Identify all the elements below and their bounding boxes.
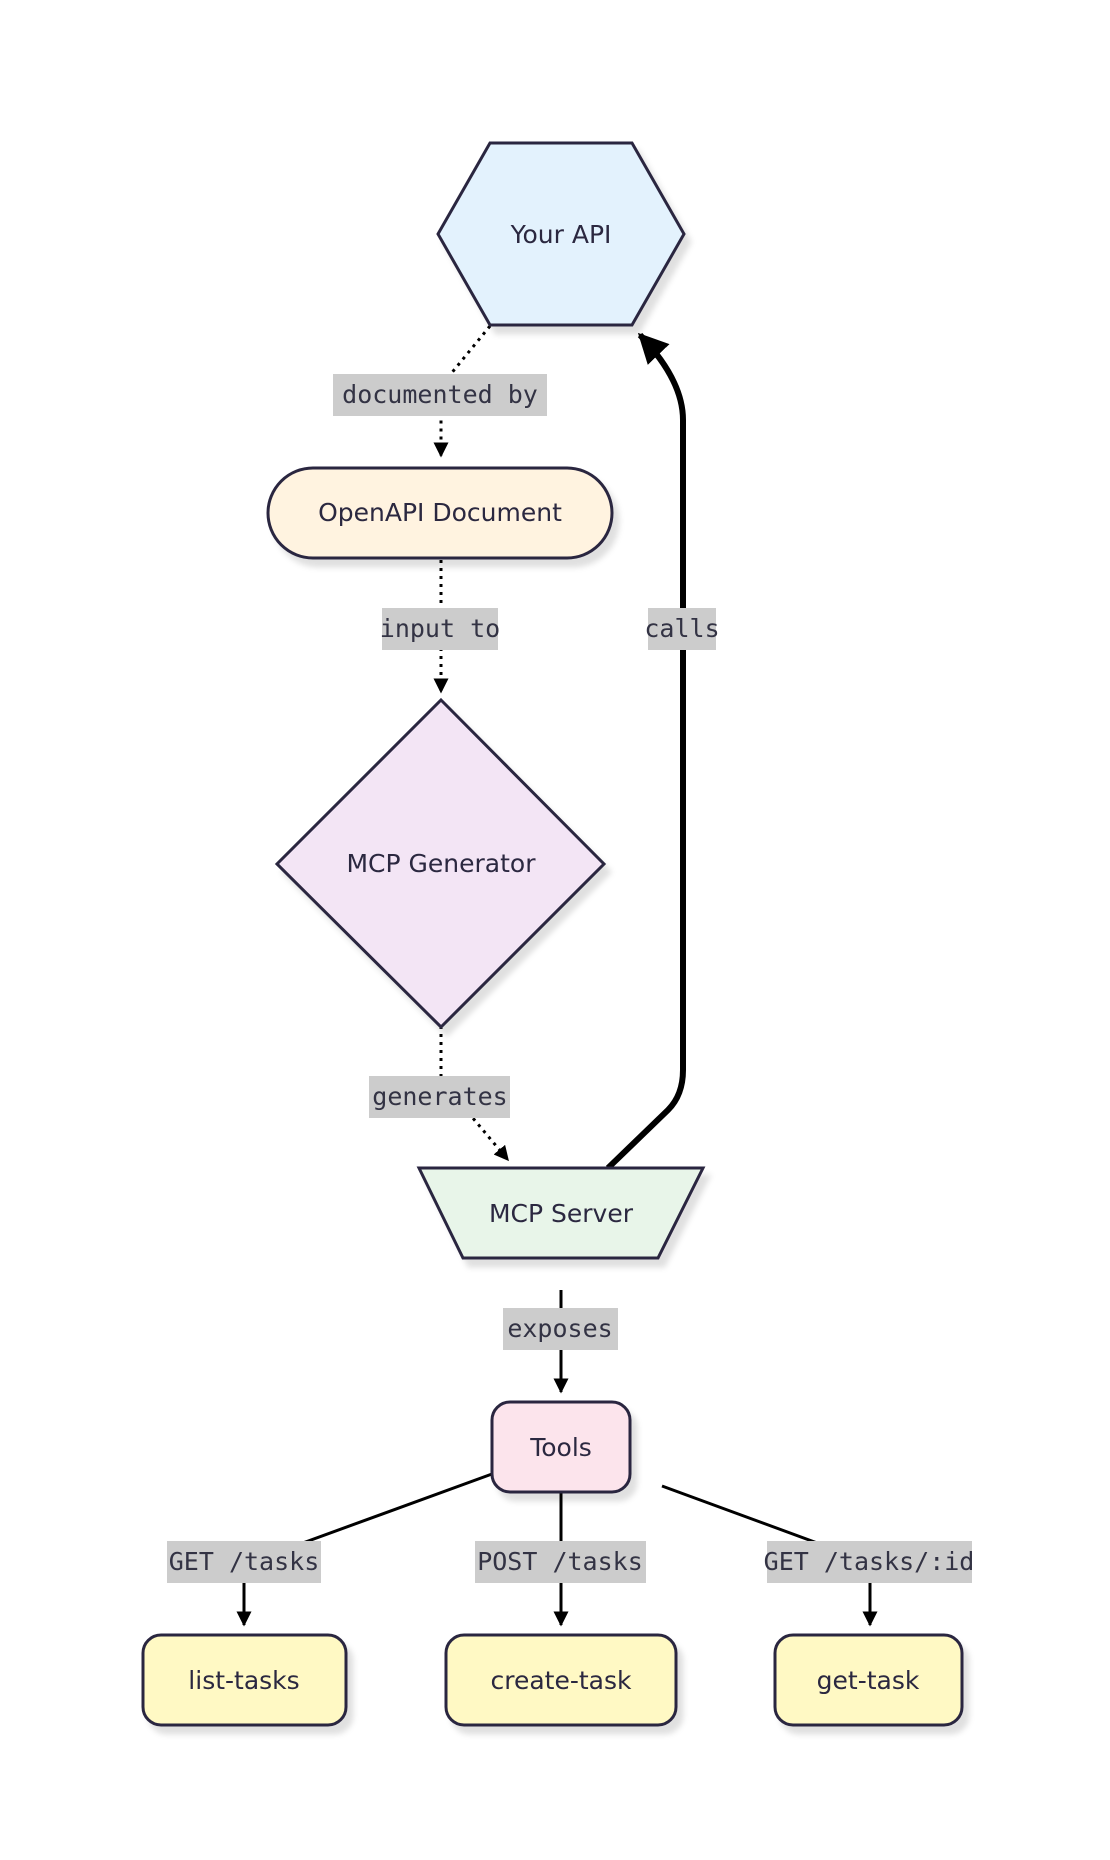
edge-label-post-tasks: POST /tasks (475, 1541, 646, 1583)
edge-label-input-to: input to (380, 608, 500, 650)
node-mcp-generator: MCP Generator (274, 697, 607, 1030)
edge-label-text: generates (372, 1082, 507, 1111)
edge-calls (605, 332, 686, 1171)
hexagon-shape (436, 141, 686, 327)
edge-label-generates: generates (369, 1076, 510, 1118)
diamond-shape (274, 697, 607, 1030)
node-label: Your API (510, 220, 612, 249)
node-list-tasks: list-tasks (141, 1633, 348, 1727)
rounded-rect-shape (490, 1400, 632, 1494)
edge-label-text: input to (380, 614, 500, 643)
node-label: OpenAPI Document (318, 498, 562, 527)
edge-label-documented-by: documented by (333, 374, 547, 416)
edge-label-text: GET /tasks (169, 1547, 320, 1576)
node-mcp-server: MCP Server (416, 1166, 706, 1260)
node-openapi-document: OpenAPI Document (266, 466, 614, 560)
rounded-rect-shape (773, 1633, 964, 1727)
rounded-rect-shape (141, 1633, 348, 1727)
rounded-rect-shape (444, 1633, 678, 1727)
stadium-shape (266, 466, 614, 560)
edge-label-text: documented by (342, 380, 538, 409)
node-label: MCP Server (489, 1199, 634, 1228)
node-label: create-task (490, 1666, 632, 1695)
node-create-task: create-task (444, 1633, 678, 1727)
edge-label-text: exposes (507, 1314, 612, 1343)
edge-label-get-task-id: GET /tasks/:id (764, 1541, 975, 1583)
node-tools: Tools (490, 1400, 632, 1494)
edge-generates (439, 1026, 510, 1162)
edge-label-calls: calls (644, 608, 720, 650)
edge-label-text: calls (644, 614, 719, 643)
node-label: Tools (529, 1433, 592, 1462)
node-label: get-task (817, 1666, 920, 1695)
edge-documented-by (433, 325, 492, 458)
node-your-api: Your API (436, 141, 686, 327)
edge-label-text: GET /tasks/:id (764, 1547, 975, 1576)
node-label: list-tasks (188, 1666, 299, 1695)
node-get-task: get-task (773, 1633, 964, 1727)
edge-label-get-tasks: GET /tasks (167, 1541, 321, 1583)
trapezoid-shape (416, 1166, 706, 1260)
node-label: MCP Generator (346, 849, 536, 878)
edge-label-text: POST /tasks (477, 1547, 643, 1576)
edge-label-exposes: exposes (503, 1308, 618, 1350)
